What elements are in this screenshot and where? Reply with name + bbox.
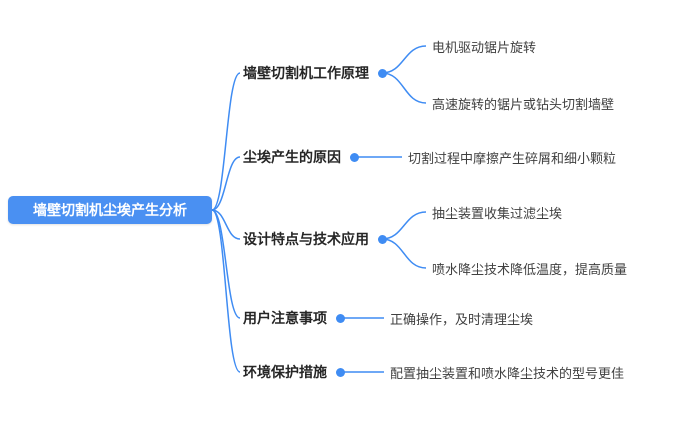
leaf-label: 配置抽尘装置和喷水降尘技术的型号更佳 [390,365,625,381]
link-root-branch-2 [211,156,241,211]
leaf-label: 正确操作，及时清理尘埃 [390,311,534,327]
branch-node-design-tech[interactable]: 设计特点与技术应用 [243,228,387,250]
connector-dot [336,313,345,323]
link-branch-3-child-2 [381,238,427,269]
connector-dot [378,68,387,78]
leaf-label: 抽尘装置收集过滤尘埃 [432,205,563,221]
link-root-branch-1 [211,72,241,211]
leaf-label: 高速旋转的锯片或钻头切割墙壁 [432,96,615,112]
leaf-node[interactable]: 高速旋转的锯片或钻头切割墙壁 [432,93,614,113]
branch-label: 墙壁切割机工作原理 [243,65,369,81]
leaf-node[interactable]: 喷水降尘技术降低温度，提高质量 [432,258,627,278]
leaf-node[interactable]: 配置抽尘装置和喷水降尘技术的型号更佳 [390,362,624,382]
leaf-node[interactable]: 切割过程中摩擦产生碎屑和细小颗粒 [408,147,616,167]
branch-node-dust-cause[interactable]: 尘埃产生的原因 [243,146,359,168]
branch-label: 用户注意事项 [243,310,327,326]
leaf-label: 电机驱动锯片旋转 [432,39,537,55]
leaf-node[interactable]: 正确操作，及时清理尘埃 [390,308,533,328]
branch-label: 设计特点与技术应用 [243,231,369,247]
root-node[interactable]: 墙壁切割机尘埃产生分析 [8,196,212,224]
leaf-label: 切割过程中摩擦产生碎屑和细小颗粒 [408,150,617,166]
branch-node-environment[interactable]: 环境保护措施 [243,361,345,383]
link-branch-3-child-1 [381,211,427,240]
link-root-branch-5 [211,209,241,373]
link-root-branch-4 [211,209,241,319]
link-branch-1-child-1 [381,45,427,74]
leaf-label: 喷水降尘技术降低温度，提高质量 [432,261,628,277]
link-root-branch-3 [211,209,241,240]
connector-dot [350,152,359,162]
root-node-label: 墙壁切割机尘埃产生分析 [33,202,187,218]
leaf-node[interactable]: 抽尘装置收集过滤尘埃 [432,202,562,222]
link-branch-1-child-2 [381,72,427,104]
connector-dot [378,234,387,244]
leaf-node[interactable]: 电机驱动锯片旋转 [432,36,536,56]
branch-label: 尘埃产生的原因 [243,149,341,165]
branch-label: 环境保护措施 [243,364,327,380]
connector-dot [336,367,345,377]
branch-node-user-notice[interactable]: 用户注意事项 [243,307,345,329]
branch-node-working-principle[interactable]: 墙壁切割机工作原理 [243,62,387,84]
